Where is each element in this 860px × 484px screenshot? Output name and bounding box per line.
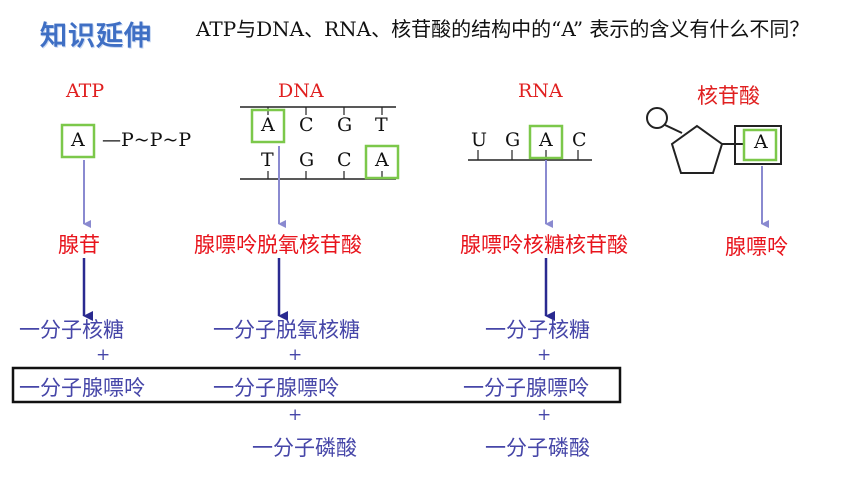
question-text: ATP与DNA、RNA、核苷酸的结构中的“A” 表示的含义有什么不同？	[196, 17, 810, 41]
base-rect	[734, 125, 782, 165]
section-badge: 知识延伸	[40, 21, 152, 52]
dna-top-base-2: C	[299, 114, 314, 136]
dna-bottom-base-2: G	[299, 149, 315, 171]
atp-base-letter: A	[71, 129, 85, 151]
rna-comp-plus-2: +	[537, 405, 552, 425]
rna-comp-phosphate: 一分子磷酸	[485, 436, 590, 460]
rna-base-2: G	[505, 129, 521, 151]
dna-bottom-base-3: C	[337, 149, 352, 171]
atp-comp-plus: +	[96, 345, 111, 365]
atp-phosphate-chain: —P~P~P	[102, 129, 192, 151]
dna-bottom-base-4: A	[375, 149, 389, 171]
atp-a-highlight-box	[60, 123, 96, 159]
dna-a-top-highlight-box	[250, 108, 286, 144]
nucleotide-a-highlight-box	[742, 128, 778, 162]
rna-comp-plus-1: +	[537, 345, 552, 365]
atp-label: ATP	[66, 80, 105, 102]
dna-top-base-3: G	[337, 114, 353, 136]
rna-comp-base: 一分子腺嘌呤	[463, 376, 589, 400]
dna-label: DNA	[278, 80, 324, 102]
atp-meaning: 腺苷	[58, 233, 100, 257]
dna-bottom-base-1: T	[261, 149, 274, 171]
nucleotide-meaning: 腺嘌呤	[725, 235, 788, 259]
rna-base-4: C	[572, 129, 587, 151]
dna-comp-phosphate: 一分子磷酸	[252, 436, 357, 460]
dna-comp-plus-2: +	[288, 405, 303, 425]
pentose-pentagon-icon	[670, 124, 724, 174]
rna-base-3: A	[539, 129, 553, 151]
rna-comp-sugar: 一分子核糖	[485, 318, 590, 342]
dna-comp-sugar: 一分子脱氧核糖	[213, 318, 360, 342]
atp-comp-sugar: 一分子核糖	[19, 318, 124, 342]
rna-base-1: U	[471, 129, 488, 151]
atp-comp-base: 一分子腺嘌呤	[19, 376, 145, 400]
dna-a-bottom-highlight-box	[364, 144, 400, 180]
adenine-row-frame	[11, 366, 622, 404]
dna-top-base-1: A	[261, 114, 275, 136]
phosphate-circle-icon	[646, 107, 668, 129]
nucleotide-label: 核苷酸	[697, 84, 760, 108]
dna-top-base-4: T	[375, 114, 388, 136]
rna-meaning: 腺嘌呤核糖核苷酸	[460, 233, 628, 257]
dna-meaning: 腺嘌呤脱氧核苷酸	[194, 233, 362, 257]
dna-comp-base: 一分子腺嘌呤	[213, 376, 339, 400]
rna-label: RNA	[518, 80, 563, 102]
dna-comp-plus-1: +	[288, 345, 303, 365]
nucleotide-base-letter: A	[754, 131, 768, 153]
rna-a-highlight-box	[528, 124, 564, 160]
